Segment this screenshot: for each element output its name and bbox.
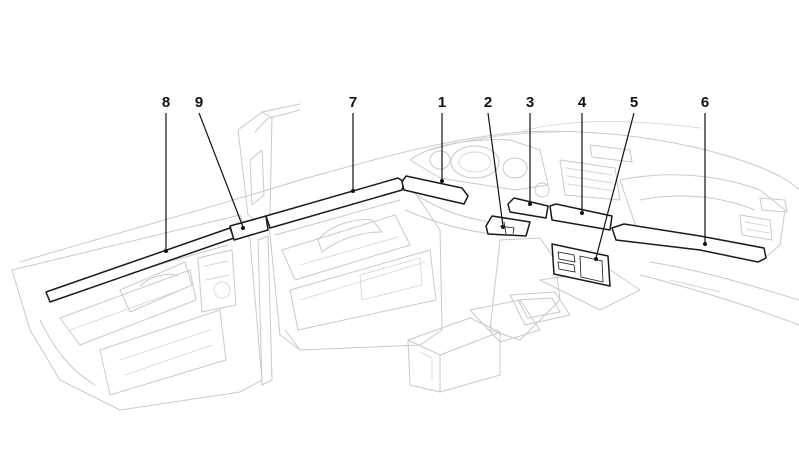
part-4-center-strip (549, 203, 613, 231)
part-1-trim-left (401, 175, 469, 205)
part-9-b-pillar-trim (229, 215, 269, 241)
leader-2 (487, 112, 504, 227)
part-2-small-panel (485, 215, 531, 237)
callout-2: 2 (484, 94, 492, 111)
part-5-console-panel (551, 243, 611, 287)
callout-8: 8 (162, 94, 170, 111)
callout-6: 6 (701, 94, 709, 111)
callout-5: 5 (630, 94, 638, 111)
leader-lines (164, 112, 707, 261)
callout-labels: 1 2 3 4 5 6 7 8 9 (162, 94, 709, 111)
callout-4: 4 (578, 94, 587, 111)
callout-9: 9 (195, 94, 203, 111)
callout-1: 1 (438, 94, 446, 111)
car-interior-outline (11, 103, 799, 411)
leader-5 (595, 112, 635, 259)
part-6-dash-strip (611, 223, 767, 263)
trim-parts (45, 175, 767, 303)
callout-3: 3 (526, 94, 534, 111)
callout-7: 7 (349, 94, 357, 111)
part-7-front-door-strip (265, 177, 405, 229)
part-3-center-trim (507, 197, 549, 219)
leader-9 (198, 112, 244, 228)
